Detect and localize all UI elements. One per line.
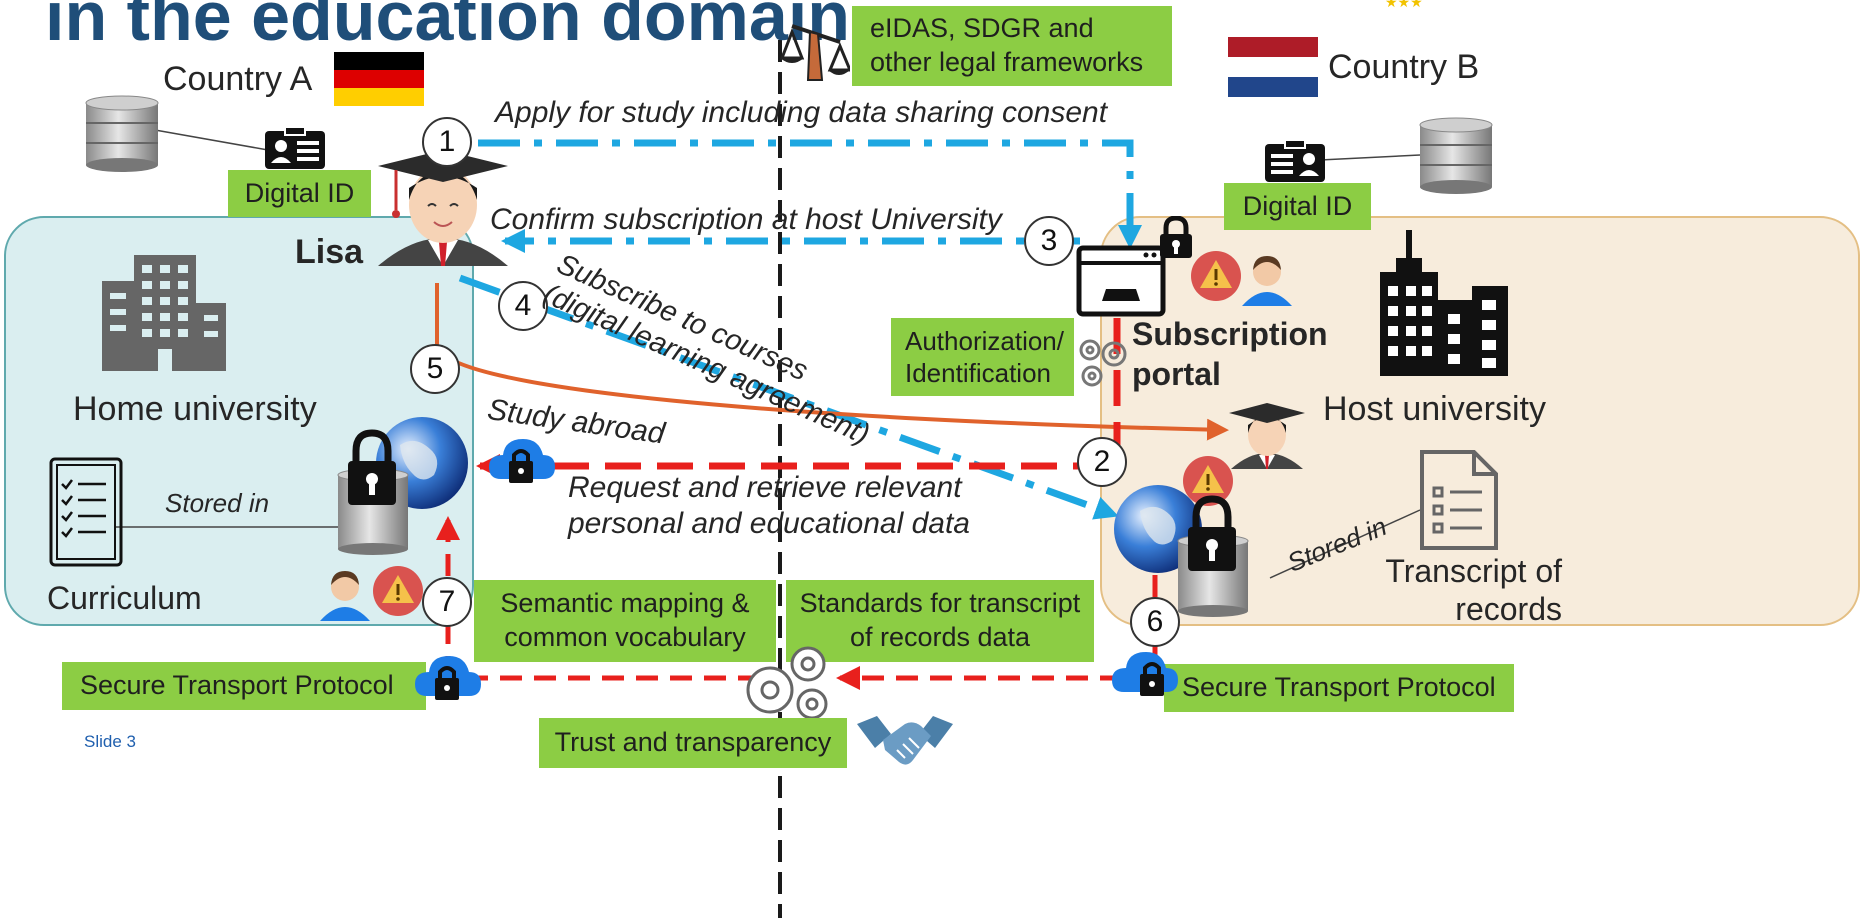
gears-icon-auth (1079, 339, 1127, 387)
arrow-subscribe (458, 274, 1119, 520)
office-building-icon (102, 255, 226, 371)
arrow-request (476, 318, 1121, 478)
warning-icon-b (1183, 456, 1233, 506)
cloud-lock-icon-b (1112, 652, 1178, 696)
message-request: Request and retrieve relevant personal a… (568, 471, 970, 540)
id-card-icon-b (1265, 140, 1325, 182)
page-title: in the education domain (45, 0, 851, 55)
arrow-apply (478, 139, 1142, 249)
step-marker-1: 1 (422, 117, 472, 167)
step-marker-3: 3 (1024, 216, 1074, 266)
graduate-student-icon (378, 150, 508, 266)
user-avatar-icon-a (320, 571, 370, 621)
semantic-mapping-box: Semantic mapping & common vocabulary (474, 580, 776, 662)
message-apply: Apply for study including data sharing c… (495, 96, 1108, 129)
warning-icon-portal (1191, 251, 1241, 301)
step-marker-4: 4 (498, 281, 548, 331)
digital-id-box-b: Digital ID (1224, 183, 1371, 230)
gears-icon-center (746, 646, 828, 720)
id-card-icon-a (265, 127, 325, 169)
database-icon-b (1419, 117, 1493, 194)
browser-window-icon (1076, 245, 1166, 317)
eu-stars-icon: ★★★ (1385, 0, 1423, 10)
netherlands-flag-icon (1228, 37, 1318, 97)
digital-id-box-a: Digital ID (228, 170, 371, 217)
step-marker-2: 2 (1077, 437, 1127, 487)
trust-transparency-box: Trust and transparency (539, 718, 847, 768)
secure-database-globe-icon-a (337, 417, 468, 555)
handshake-icon (857, 716, 953, 765)
database-icon-a (85, 95, 159, 172)
host-university-label: Host university (1323, 390, 1546, 428)
step-marker-5: 5 (410, 344, 460, 394)
secure-transport-box-b: Secure Transport Protocol (1164, 664, 1514, 712)
step-marker-7: 7 (422, 577, 472, 627)
country-b-label: Country B (1328, 48, 1480, 86)
document-icon (1420, 450, 1498, 550)
secure-database-globe-icon-b (1114, 485, 1249, 617)
curriculum-label: Curriculum (47, 580, 202, 616)
authorization-box: Authorization/ Identification (891, 318, 1074, 396)
padlock-icon-portal (1160, 216, 1192, 258)
graduate-student-icon-host (1229, 403, 1305, 469)
secure-transport-box-a: Secure Transport Protocol (62, 662, 426, 710)
legal-frameworks-box: eIDAS, SDGR and other legal frameworks (852, 6, 1172, 86)
country-a-label: Country A (163, 60, 313, 98)
slide-number-label: Slide 3 (84, 732, 136, 751)
message-confirm: Confirm subscription at host University (490, 203, 1002, 236)
cloud-lock-icon-a (415, 656, 481, 700)
city-buildings-icon (1380, 230, 1508, 376)
subscription-portal-label: Subscription portal (1132, 316, 1328, 392)
transcript-label: Transcript of records (1385, 553, 1562, 628)
standards-box: Standards for transcript of records data (786, 580, 1094, 662)
clipboard-checklist-icon (49, 457, 123, 567)
student-name: Lisa (295, 233, 364, 271)
stored-in-a: Stored in (165, 488, 270, 518)
scales-of-justice-icon (780, 24, 850, 81)
home-region (4, 216, 474, 626)
step-marker-6: 6 (1130, 597, 1180, 647)
user-avatar-icon-portal (1242, 256, 1292, 306)
cloud-lock-icon-request (489, 439, 555, 483)
germany-flag-icon (334, 52, 424, 106)
home-university-label: Home university (73, 390, 317, 428)
warning-icon-a (373, 566, 423, 616)
